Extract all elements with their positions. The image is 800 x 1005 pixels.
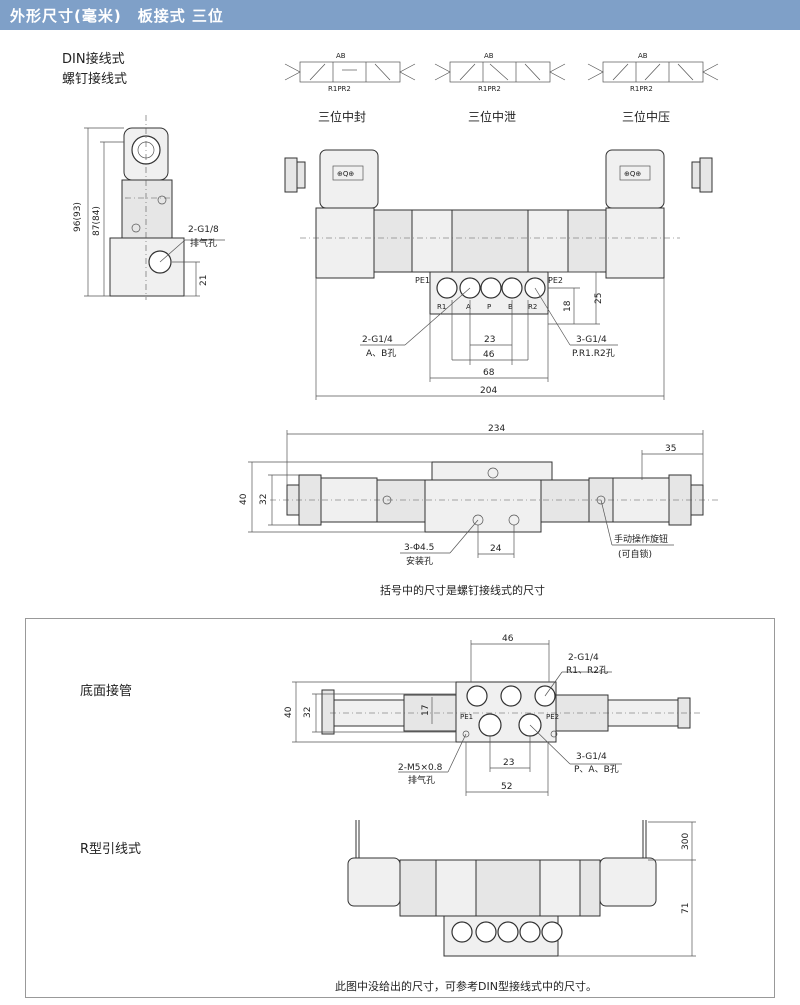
mount-spec: 3-Φ4.5 bbox=[404, 543, 434, 553]
dim-bottom-32: 32 bbox=[303, 707, 313, 718]
title-r-lead: R型引线式 bbox=[80, 842, 142, 857]
dim-r-300: 300 bbox=[681, 833, 691, 850]
side-view: 96(93) 87(84) 21 2-G1/8 排气孔 bbox=[73, 115, 225, 300]
callout-ab-label: A、B孔 bbox=[366, 348, 396, 359]
mount-label: 安装孔 bbox=[406, 555, 433, 567]
dim-front-68: 68 bbox=[483, 368, 495, 378]
dim-top-24: 24 bbox=[490, 544, 502, 554]
symbol-top-pressure: AB bbox=[638, 52, 648, 60]
dim-front-46: 46 bbox=[483, 350, 495, 360]
symbol-bottom-pressure: R1PR2 bbox=[630, 85, 653, 93]
port-p: P bbox=[487, 303, 491, 311]
symbol-pressure-center: AB R1PR2 bbox=[587, 52, 719, 93]
dim-top-32: 32 bbox=[259, 494, 269, 505]
port-b: B bbox=[508, 303, 513, 311]
dim-bottom-46: 46 bbox=[502, 634, 514, 644]
svg-text:⊕Q⊕: ⊕Q⊕ bbox=[624, 170, 641, 178]
callout-m-label: 排气孔 bbox=[408, 774, 435, 786]
r-lead-view: 300 71 bbox=[347, 820, 696, 957]
front-pe1: PE1 bbox=[415, 276, 430, 285]
bottom-piping-view: PE1 PE2 46 40 32 17 23 52 2-G1/4 R1、R2孔 … bbox=[284, 634, 700, 796]
callout-r-spec: 2-G1/4 bbox=[568, 653, 599, 663]
side-exhaust-spec: 2-G1/8 bbox=[188, 225, 219, 235]
callout-p-spec: 3-G1/4 bbox=[576, 752, 607, 762]
symbol-bottom-closed: R1PR2 bbox=[328, 85, 351, 93]
front-pe2: PE2 bbox=[548, 276, 563, 285]
dim-top-234: 234 bbox=[488, 424, 505, 434]
side-exhaust-label: 排气孔 bbox=[190, 237, 217, 249]
dim-front-23: 23 bbox=[484, 335, 495, 345]
port-a: A bbox=[466, 303, 471, 311]
dim-front-204: 204 bbox=[480, 386, 497, 396]
bottom-pe2: PE2 bbox=[546, 713, 559, 721]
symbol-exhaust-center: AB R1PR2 bbox=[434, 52, 566, 93]
port-r2: R2 bbox=[528, 303, 537, 311]
callout-pr-label: P.R1.R2孔 bbox=[572, 348, 615, 359]
note-bottom: 此图中没给出的尺寸，可参考DIN型接线式中的尺寸。 bbox=[335, 980, 597, 993]
header-bar: 外形尺寸(毫米) 板接式 三位 bbox=[0, 0, 800, 30]
symbol-closed-center: AB R1PR2 bbox=[284, 52, 416, 93]
dim-top-35: 35 bbox=[665, 444, 676, 454]
symbol-bottom-exhaust: R1PR2 bbox=[478, 85, 501, 93]
symbol-name-closed: 三位中封 bbox=[318, 110, 367, 124]
dim-bottom-40: 40 bbox=[284, 706, 294, 718]
front-view: ⊕Q⊕ ⊕Q⊕ PE1 PE2 R1 A P B R2 25 18 bbox=[284, 149, 713, 400]
callout-p-label: P、A、B孔 bbox=[574, 764, 619, 775]
page-title: 外形尺寸(毫米) 板接式 三位 bbox=[10, 7, 224, 25]
dim-side-87: 87(84) bbox=[92, 206, 102, 236]
title-bottom-piping: 底面接管 bbox=[80, 684, 133, 699]
dim-top-40: 40 bbox=[239, 493, 249, 505]
dim-r-71: 71 bbox=[681, 903, 691, 914]
dim-front-25: 25 bbox=[594, 293, 604, 304]
symbol-top-closed: AB bbox=[336, 52, 346, 60]
callout-r-label: R1、R2孔 bbox=[566, 665, 608, 676]
note-brackets: 括号中的尺寸是螺钉接线式的尺寸 bbox=[380, 584, 545, 597]
callout-m-spec: 2-M5×0.8 bbox=[398, 763, 443, 773]
bottom-panel bbox=[25, 618, 775, 998]
top-view: 234 35 40 32 24 3-Φ4.5 安装孔 手动操作旋钮 (可自锁) bbox=[239, 424, 720, 567]
symbol-name-pressure: 三位中压 bbox=[622, 110, 671, 124]
bottom-pe1: PE1 bbox=[460, 713, 473, 721]
port-r1: R1 bbox=[437, 303, 446, 311]
dim-bottom-17: 17 bbox=[421, 705, 431, 716]
callout-pr-spec: 3-G1/4 bbox=[576, 335, 607, 345]
label-din: DIN接线式 bbox=[62, 52, 125, 67]
symbol-top-exhaust: AB bbox=[484, 52, 494, 60]
dim-bottom-23: 23 bbox=[503, 758, 514, 768]
symbol-name-exhaust: 三位中泄 bbox=[468, 110, 517, 124]
callout-ab-spec: 2-G1/4 bbox=[362, 335, 393, 345]
dim-front-18: 18 bbox=[563, 300, 573, 312]
manual-knob-note: (可自锁) bbox=[618, 548, 652, 560]
dim-side-96: 96(93) bbox=[73, 202, 83, 232]
dim-bottom-52: 52 bbox=[501, 782, 512, 792]
dim-side-21: 21 bbox=[199, 275, 209, 286]
label-screw: 螺钉接线式 bbox=[62, 72, 128, 87]
svg-text:⊕Q⊕: ⊕Q⊕ bbox=[337, 170, 354, 178]
manual-knob-label: 手动操作旋钮 bbox=[614, 533, 668, 545]
